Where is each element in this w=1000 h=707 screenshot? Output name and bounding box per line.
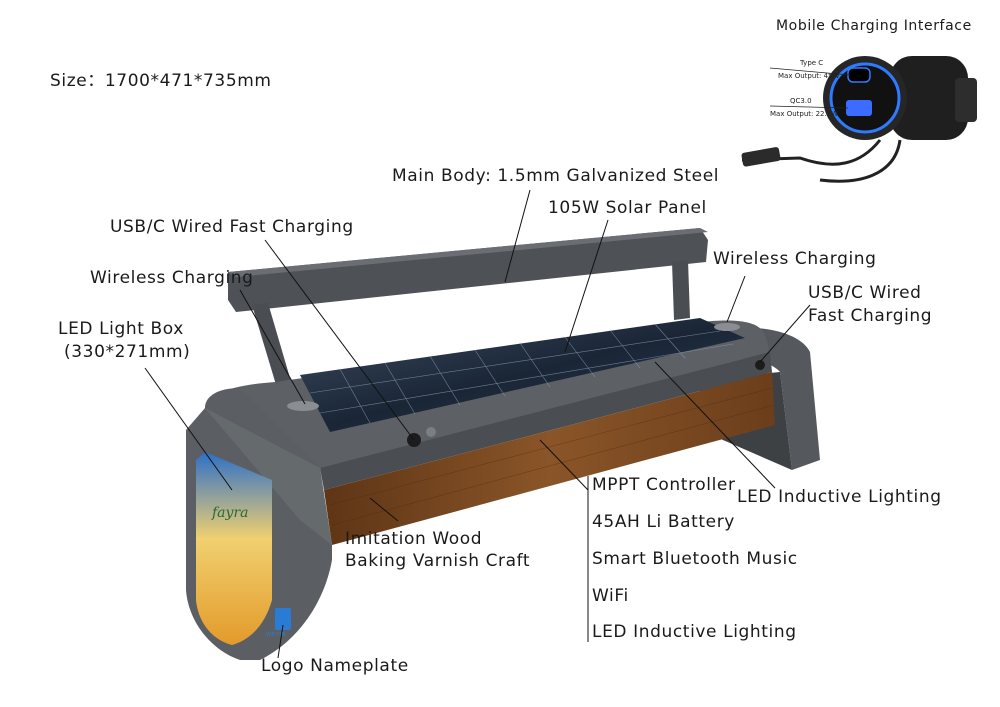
led-inductive-right-label: LED Inductive Lighting (737, 487, 942, 507)
seat-top (205, 318, 770, 470)
led-light-box (196, 452, 272, 645)
usb-right-label-2: Fast Charging (808, 306, 933, 326)
nameplate-text: WEIYIN (266, 632, 286, 638)
wireless-right-label: Wireless Charging (713, 249, 877, 269)
type-c-output: Max Output: 45W (778, 72, 840, 80)
inset-pointer-lines (769, 67, 851, 109)
wood-label-1: Imitation Wood (345, 529, 483, 549)
left-leg (186, 388, 332, 660)
type-c-label: Type C (800, 59, 824, 67)
usb-port-right (755, 360, 765, 370)
wood-label-2: Baking Varnish Craft (345, 551, 531, 571)
led-box-label-1: LED Light Box (58, 319, 184, 339)
logo-nameplate-label: Logo Nameplate (261, 656, 409, 676)
led-box-label-2: (330*271mm) (64, 342, 191, 362)
feature-item: 45AH Li Battery (592, 512, 735, 532)
qc-label: QC3.0 (790, 97, 812, 105)
qc-output: Max Output: 22.5W (770, 110, 839, 118)
size-label: Size：1700*471*735mm (50, 71, 272, 91)
wireless-pad-right (714, 323, 740, 331)
usb-left-label: USB/C Wired Fast Charging (110, 217, 354, 237)
solar-panel (300, 318, 745, 432)
charging-interface-illustration (741, 56, 977, 183)
wood-panel (324, 372, 775, 545)
leader-lines (144, 189, 811, 659)
light-box-logo: fayra (212, 505, 249, 521)
wireless-pad-left (287, 401, 319, 411)
usb-right-label-1: USB/C Wired (808, 283, 922, 303)
wireless-left-label: Wireless Charging (90, 268, 254, 288)
solar-panel-label: 105W Solar Panel (548, 198, 707, 218)
feature-item: LED Inductive Lighting (592, 622, 797, 642)
feature-item: Smart Bluetooth Music (592, 549, 798, 569)
feature-item: WiFi (592, 586, 629, 606)
main-body-label: Main Body: 1.5mm Galvanized Steel (392, 166, 720, 186)
feature-item: MPPT Controller (592, 475, 736, 495)
inset-title: Mobile Charging Interface (776, 18, 972, 34)
backrest (228, 228, 708, 398)
logo-nameplate (275, 608, 291, 630)
